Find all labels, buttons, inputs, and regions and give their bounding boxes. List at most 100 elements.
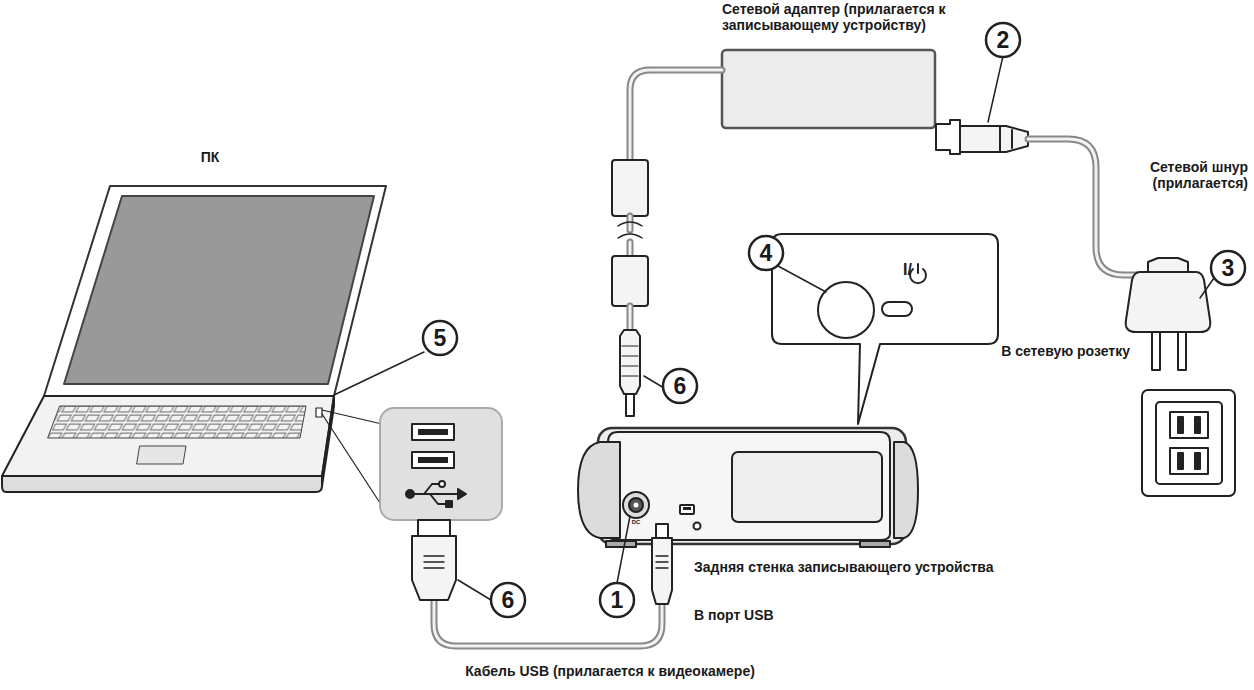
illustration-part (778, 266, 826, 292)
illustration-part (910, 264, 926, 283)
illustration-part (1142, 390, 1235, 496)
illustration-part (418, 520, 450, 536)
illustration-part (1148, 258, 1188, 272)
callout-number: 2 (986, 29, 1020, 52)
callout-number: 5 (423, 327, 457, 350)
illustration-part (458, 580, 491, 600)
illustration-part (424, 556, 444, 568)
illustration-part (446, 501, 452, 507)
illustration-part (694, 523, 701, 530)
callout-number: 6 (491, 589, 525, 612)
illustration-part (1152, 332, 1160, 370)
illustration-part (722, 50, 935, 128)
illustration-part (617, 516, 630, 583)
illustration-part (986, 23, 1020, 57)
illustration-part (424, 484, 440, 494)
part-label: В сетевую розетку (960, 344, 1130, 360)
illustration-part (137, 446, 186, 464)
illustration-part (410, 493, 462, 495)
illustration-part (2, 396, 334, 476)
illustration-part (1011, 130, 1013, 148)
illustration-part (936, 120, 960, 154)
part-label: Сетевой адаптер (прилагается к записываю… (722, 2, 972, 33)
illustration-part (988, 56, 1003, 122)
illustration-part (663, 369, 697, 403)
illustration-part (622, 346, 638, 376)
illustration-part (629, 242, 632, 256)
jack-marking: DC (626, 519, 646, 525)
illustration-part (430, 494, 446, 504)
illustration-part (334, 352, 424, 395)
illustration-part (618, 222, 642, 238)
illustration-part (423, 321, 457, 355)
illustration-part (656, 524, 668, 538)
illustration-part (772, 234, 998, 424)
illustration-part (917, 264, 919, 273)
illustration-part (656, 556, 668, 568)
illustration-part (412, 424, 454, 440)
illustration-part (44, 186, 386, 396)
illustration-part (2, 23, 1245, 646)
illustration-part (322, 410, 382, 424)
illustration-part (406, 481, 466, 507)
illustration-part (999, 127, 1001, 151)
switch-marking: I/ (884, 262, 912, 278)
illustration-part (598, 428, 906, 544)
illustration-part (960, 126, 1028, 152)
illustration-part (2, 476, 322, 492)
illustration-part (1195, 453, 1200, 469)
illustration-part (882, 302, 912, 316)
illustration-part (680, 505, 694, 514)
callout-number: 6 (663, 375, 697, 398)
illustration-part (612, 160, 648, 216)
illustration-part (1178, 332, 1186, 370)
part-label: Сетевой шнур (прилагается) (1060, 160, 1248, 191)
illustration-part (322, 396, 334, 486)
illustration-part (818, 282, 874, 338)
illustration-part (380, 408, 502, 520)
illustration-part (894, 442, 918, 538)
illustration-part (458, 489, 466, 499)
illustration-part (630, 70, 722, 160)
illustration-part (491, 583, 525, 617)
illustration-part (652, 538, 672, 604)
illustration-part (732, 452, 882, 522)
illustration-part (578, 442, 620, 538)
port-label: В порт USB (694, 608, 894, 624)
illustration-part (683, 507, 691, 510)
illustration-part (629, 306, 632, 330)
illustration-part (48, 406, 306, 438)
illustration-part (418, 429, 448, 435)
illustration-part (1178, 453, 1183, 469)
illustration-part (1200, 278, 1214, 298)
illustration-part (1028, 139, 1154, 275)
callout-number: 1 (600, 589, 634, 612)
illustration-part (629, 216, 632, 230)
illustration-part (322, 414, 382, 506)
illustration-part (1170, 448, 1208, 474)
illustration-part (316, 408, 322, 417)
illustration-part (600, 583, 634, 617)
part-label: Кабель USB (прилагается к видеокамере) (360, 664, 860, 680)
illustration-part (1211, 251, 1245, 285)
illustration-part (749, 236, 783, 270)
illustration-part (418, 457, 448, 463)
illustration-part (627, 306, 634, 330)
illustration-part (623, 492, 649, 518)
illustration-part (627, 242, 634, 256)
callout-number: 4 (749, 242, 783, 265)
illustration-part (412, 536, 456, 600)
illustration-part (1126, 272, 1211, 332)
illustration-part (412, 452, 454, 468)
illustration-part (612, 256, 648, 306)
illustration-part (423, 23, 1245, 617)
illustration-part (629, 498, 643, 512)
illustration-part (1178, 417, 1183, 433)
illustration-part (627, 216, 634, 230)
part-label: ПК (180, 150, 240, 166)
illustration-part (634, 503, 639, 508)
illustration-part (608, 432, 890, 540)
illustration-part (620, 330, 640, 394)
illustration-part (606, 541, 636, 547)
illustration-part (439, 481, 445, 487)
